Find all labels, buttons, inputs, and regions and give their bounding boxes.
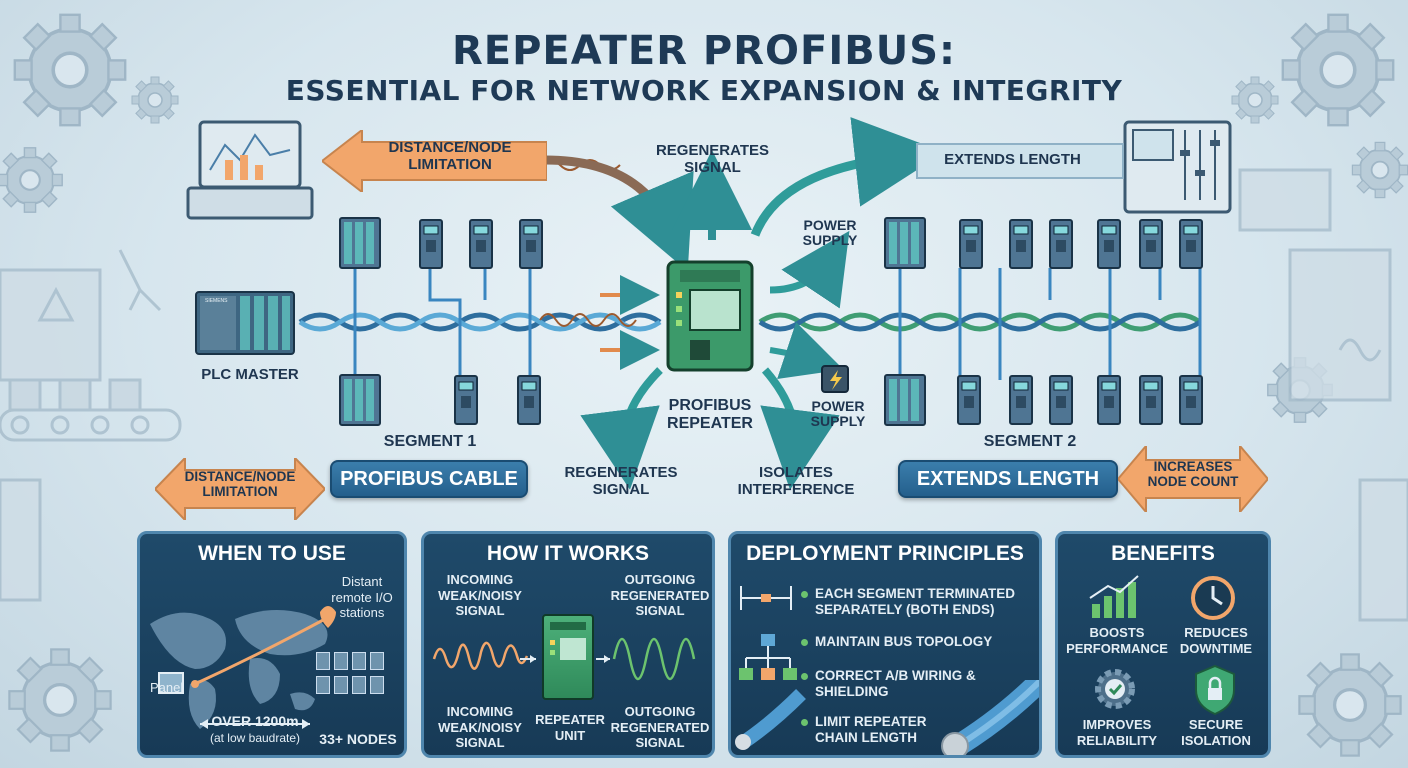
control-panel-icon (1123, 120, 1232, 214)
deployment-principles-panel: DEPLOYMENT PRINCIPLES EACH SEGMENT TERMI… (728, 531, 1042, 758)
panel-label: Panel (150, 680, 184, 695)
distance-limit-arrow-top (322, 130, 547, 192)
extends-length-arrow-top (916, 143, 1124, 179)
repeater-unit-icon (542, 614, 594, 700)
cable-wiring-icon (735, 689, 806, 750)
arrow-regenerates-down (580, 367, 663, 490)
regenerates-label-top: REGENERATES SIGNAL (655, 142, 770, 176)
deploy-item-3: CORRECT A/B WIRING & SHIELDING (801, 668, 1001, 700)
distant-io-label: Distant remote I/O stations (331, 574, 393, 621)
conveyor-decor (0, 168, 1408, 622)
benefit-4: SECURE ISOLATION (1181, 717, 1251, 748)
increases-node-arrow (1118, 446, 1268, 512)
segment1-label: SEGMENT 1 (383, 433, 477, 450)
chart-up-icon (1089, 575, 1139, 618)
arrow-extends-top (750, 117, 945, 237)
power-supply-label-bottom: POWER SUPPLY (810, 398, 866, 430)
page-subtitle: ESSENTIAL FOR NETWORK EXPANSION & INTEGR… (285, 74, 1123, 107)
power-bolt-icon (821, 365, 849, 393)
benefit-3: IMPROVES RELIABILITY (1076, 717, 1158, 748)
benefits-title: BENEFITS (1111, 542, 1215, 565)
deployment-icons (735, 586, 806, 750)
clock-icon (1191, 576, 1235, 620)
arrow-isolates-down (760, 367, 840, 490)
segment1-devices (339, 217, 543, 426)
world-map-icon (150, 606, 336, 729)
baudrate-note: (at low baudrate) (209, 731, 301, 745)
when-to-use-title: WHEN TO USE (198, 542, 346, 565)
how-it-works-title: HOW IT WORKS (486, 542, 650, 565)
repeater-label: PROFIBUS REPEATER (667, 397, 753, 432)
outgoing-signal-label-bottom: OUTGOING REGENERATED SIGNAL (610, 704, 710, 751)
benefit-1: BOOSTS PERFORMANCE (1066, 625, 1168, 656)
extends-length-badge: EXTENDS LENGTH (898, 460, 1118, 498)
profibus-repeater-icon (666, 260, 754, 372)
distance-value: OVER 1200m (211, 713, 299, 729)
plc-brand: SIEMENS (205, 298, 228, 304)
deploy-item-4: LIMIT REPEATER CHAIN LENGTH (801, 714, 961, 746)
node-count-value: 33+ NODES (319, 731, 397, 747)
incoming-signal-label-top: INCOMING WEAK/NOISY SIGNAL (438, 572, 522, 619)
page-title: REPEATER PROFIBUS: (451, 28, 957, 74)
deployment-principles-title: DEPLOYMENT PRINCIPLES (746, 542, 1024, 565)
arrow-into-repeater (544, 155, 694, 272)
profibus-cable-segment1 (298, 312, 662, 332)
shield-lock-icon (1195, 664, 1235, 716)
noisy-wave (432, 641, 529, 670)
extends-length-label-top: EXTENDS LENGTH (944, 151, 1081, 168)
gear-icon (7, 647, 113, 753)
regenerates-label-bottom: REGENERATES SIGNAL (564, 464, 678, 498)
panel-cabinet-icon (158, 672, 184, 694)
how-it-works-panel: HOW IT WORKS INCOMING WEAK/NOISY SIGNAL … (421, 531, 715, 758)
shielded-cable-icon (941, 680, 1039, 755)
segment2-label: SEGMENT 2 (983, 433, 1077, 450)
power-supply-label-top: POWER SUPPLY (802, 217, 858, 249)
gear-check-icon (1095, 669, 1135, 709)
increases-node-label: INCREASES NODE COUNT (1147, 459, 1239, 489)
when-to-use-panel: WHEN TO USE Panel Distant remote I/O sta… (137, 531, 407, 758)
benefits-panel: BENEFITS BOOSTS PERFORMANCE REDUCES DOWN… (1055, 531, 1271, 758)
termination-icon (740, 586, 792, 610)
io-nodes-icon (316, 652, 396, 722)
network-diagram (195, 117, 1203, 490)
distance-limit-label-top: DISTANCE/NODE LIMITATION (388, 139, 512, 173)
plc-master-icon (195, 291, 295, 355)
deploy-item-1: EACH SEGMENT TERMINATED SEPARATELY (BOTH… (801, 586, 1031, 618)
deploy-item-2: MAINTAIN BUS TOPOLOGY (801, 634, 1031, 650)
distance-limit-label-bottom: DISTANCE/NODE LIMITATION (184, 469, 296, 499)
repeater-unit-label: REPEATER UNIT (535, 712, 605, 743)
signal-waveforms (432, 637, 696, 681)
laptop-icon (186, 120, 314, 220)
benefit-2: REDUCES DOWNTIME (1179, 625, 1253, 656)
incoming-signal-label-bottom: INCOMING WEAK/NOISY SIGNAL (438, 704, 522, 751)
isolates-label: ISOLATES INTERFERENCE (737, 464, 855, 498)
profibus-cable-badge: PROFIBUS CABLE (330, 460, 528, 498)
bus-topology-icon (739, 634, 797, 680)
noisy-signal-wave (539, 313, 637, 327)
outgoing-signal-label-top: OUTGOING REGENERATED SIGNAL (610, 572, 710, 619)
distance-limit-arrow-bottom (155, 458, 325, 520)
regenerated-wave (612, 637, 696, 681)
plc-master-label: PLC MASTER (201, 366, 299, 383)
gear-icon (1297, 652, 1403, 758)
